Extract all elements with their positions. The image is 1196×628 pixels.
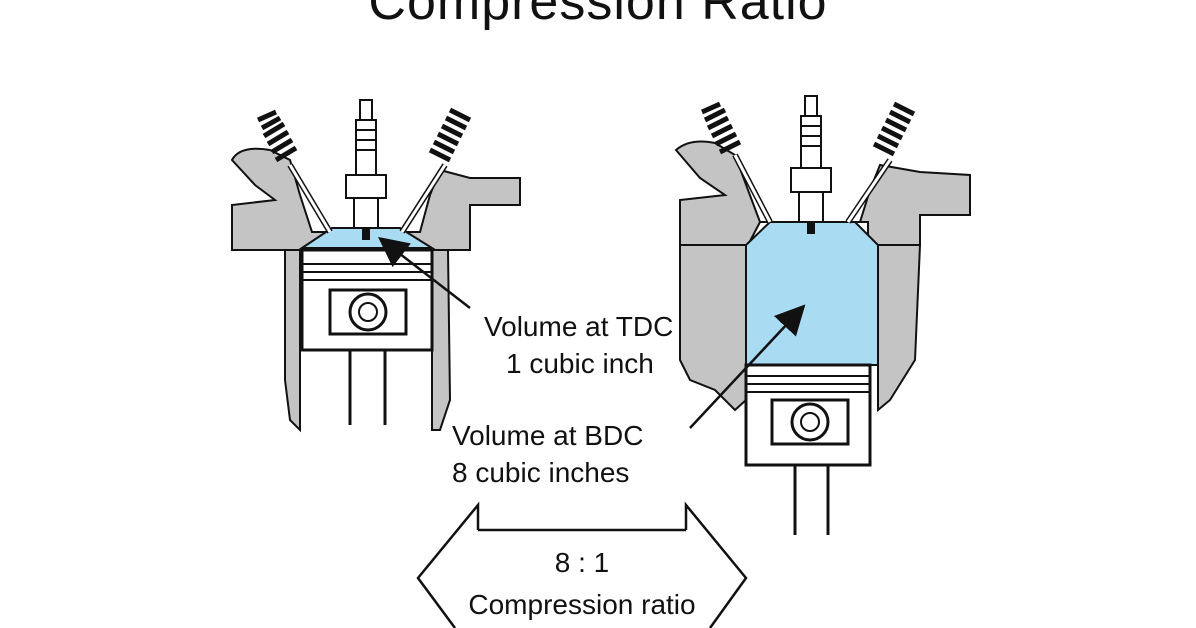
compression-ratio-caption: Compression ratio [468, 589, 696, 620]
engine-tdc [230, 99, 521, 433]
diagram-title: Compression Ratio [368, 0, 828, 31]
combustion-chamber-bdc [745, 221, 879, 366]
tdc-volume-value: 1 cubic inch [506, 348, 654, 379]
engine-block-left [284, 249, 301, 433]
engine-block-right [679, 244, 747, 412]
spark-plug-icon [790, 95, 832, 234]
arrow-to-tdc-chamber [378, 236, 471, 309]
spark-plug-icon [345, 99, 387, 240]
valve-spring-icon [872, 101, 916, 157]
valve-spring-icon [700, 101, 742, 155]
valve-spring-icon [256, 109, 298, 163]
tdc-volume-label: Volume at TDC [484, 311, 674, 342]
bdc-volume-label: Volume at BDC [452, 420, 644, 451]
double-arrow-icon [416, 501, 748, 628]
engine-bdc [674, 95, 971, 535]
arrow-to-bdc-chamber [689, 304, 806, 429]
bdc-volume-value: 8 cubic inches [452, 457, 630, 488]
valve-spring-icon [428, 107, 472, 163]
compression-ratio-value: 8 : 1 [554, 547, 610, 578]
